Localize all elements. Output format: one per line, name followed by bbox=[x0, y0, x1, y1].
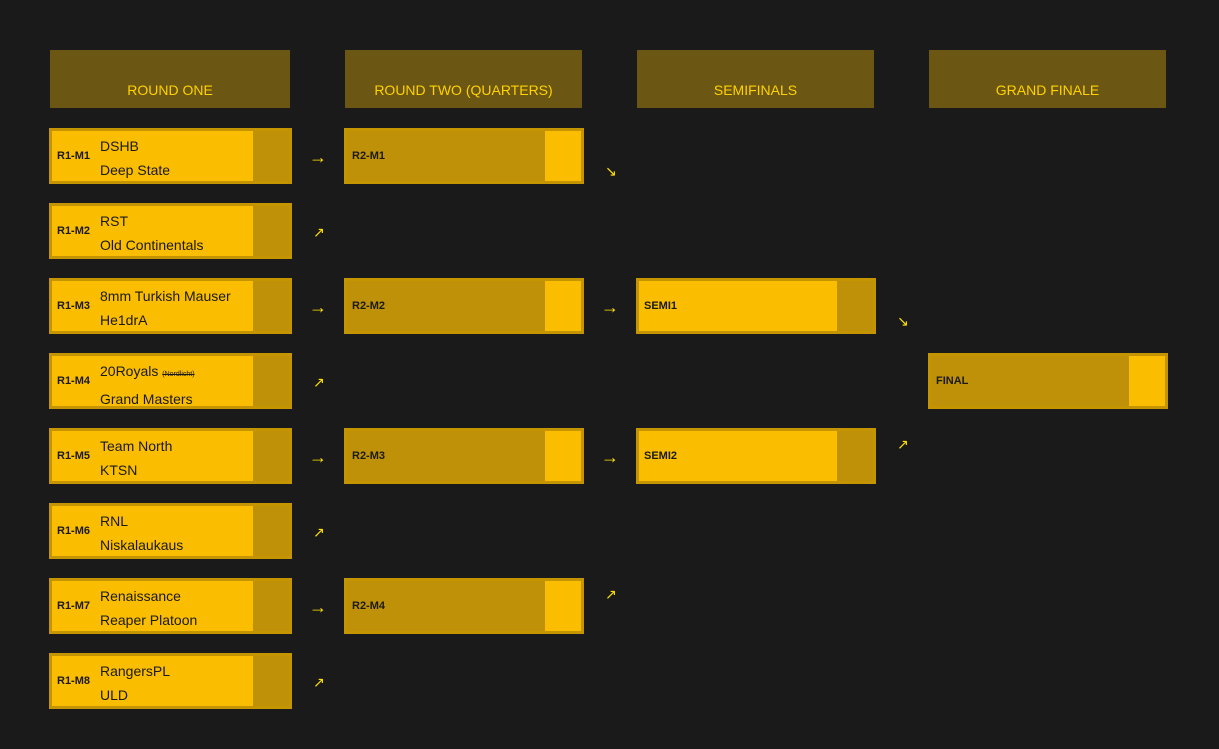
match-final[interactable]: FINAL bbox=[928, 353, 1168, 409]
match-code: SEMI1 bbox=[644, 300, 678, 312]
team-b: ULD bbox=[100, 687, 129, 703]
match-teams: RangersPL ULD bbox=[100, 659, 170, 707]
round-one-header: ROUND ONE bbox=[50, 50, 290, 108]
arrow-right-icon: → bbox=[309, 447, 327, 467]
match-code: R1-M7 bbox=[57, 600, 91, 612]
match-r2-m4[interactable]: R2-M4 bbox=[344, 578, 584, 634]
arrow-down-right-icon: ↘ bbox=[605, 163, 617, 179]
team-a: Renaissance bbox=[100, 588, 181, 604]
match-code: R1-M1 bbox=[57, 150, 91, 162]
team-a: RangersPL bbox=[100, 663, 171, 679]
match-code: R1-M6 bbox=[57, 525, 91, 537]
match-code: SEMI2 bbox=[644, 450, 678, 462]
match-r1-m2[interactable]: R1-M2 RST Old Continentals bbox=[49, 203, 292, 259]
arrow-right-icon: → bbox=[309, 147, 327, 167]
arrow-up-right-icon: ↗ bbox=[313, 224, 325, 240]
match-r2-m2[interactable]: R2-M2 bbox=[344, 278, 584, 334]
team-a-row: 20Royals (Nordlicht) bbox=[100, 359, 195, 387]
arrow-up-right-icon: ↗ bbox=[897, 436, 909, 452]
team-a-note: (Nordlicht) bbox=[162, 371, 195, 378]
match-r1-m4[interactable]: R1-M4 20Royals (Nordlicht) Grand Masters bbox=[49, 353, 292, 409]
match-code: R2-M4 bbox=[352, 600, 386, 612]
arrow-right-icon: → bbox=[309, 597, 327, 617]
match-code: R1-M5 bbox=[57, 450, 91, 462]
match-teams: RST Old Continentals bbox=[100, 209, 204, 257]
match-teams: 20Royals (Nordlicht) Grand Masters bbox=[100, 359, 195, 411]
arrow-right-icon: → bbox=[601, 297, 619, 317]
match-r1-m1[interactable]: R1-M1 DSHB Deep State bbox=[49, 128, 292, 184]
match-teams: DSHB Deep State bbox=[100, 134, 170, 182]
arrow-up-right-icon: ↗ bbox=[313, 674, 325, 690]
match-code: FINAL bbox=[936, 375, 969, 387]
team-b: Reaper Platoon bbox=[100, 612, 198, 628]
match-code: R2-M1 bbox=[352, 150, 386, 162]
match-teams: RNL Niskalaukaus bbox=[100, 509, 183, 557]
team-b: Deep State bbox=[100, 162, 171, 178]
match-code: R1-M3 bbox=[57, 300, 91, 312]
team-a: RST bbox=[100, 213, 128, 229]
match-code: R1-M2 bbox=[57, 225, 91, 237]
team-b: KTSN bbox=[100, 462, 138, 478]
team-a: DSHB bbox=[100, 138, 139, 154]
team-a: RNL bbox=[100, 513, 129, 529]
match-r1-m3[interactable]: R1-M3 8mm Turkish Mauser He1drA bbox=[49, 278, 292, 334]
semifinals-header: SEMIFINALS bbox=[637, 50, 874, 108]
arrow-up-right-icon: ↗ bbox=[605, 586, 617, 602]
match-r2-m3[interactable]: R2-M3 bbox=[344, 428, 584, 484]
arrow-right-icon: → bbox=[601, 447, 619, 467]
match-r1-m7[interactable]: R1-M7 Renaissance Reaper Platoon bbox=[49, 578, 292, 634]
match-r1-m6[interactable]: R1-M6 RNL Niskalaukaus bbox=[49, 503, 292, 559]
match-r2-m1[interactable]: R2-M1 bbox=[344, 128, 584, 184]
match-r1-m8[interactable]: R1-M8 RangersPL ULD bbox=[49, 653, 292, 709]
match-code: R2-M2 bbox=[352, 300, 386, 312]
match-code: R1-M4 bbox=[57, 375, 91, 387]
match-r1-m5[interactable]: R1-M5 Team North KTSN bbox=[49, 428, 292, 484]
team-a: 20Royals bbox=[100, 363, 159, 379]
match-code: R1-M8 bbox=[57, 675, 91, 687]
match-code: R2-M3 bbox=[352, 450, 386, 462]
match-teams: Renaissance Reaper Platoon bbox=[100, 584, 197, 632]
match-teams: 8mm Turkish Mauser He1drA bbox=[100, 284, 231, 332]
arrow-up-right-icon: ↗ bbox=[313, 374, 325, 390]
match-semi1[interactable]: SEMI1 bbox=[636, 278, 876, 334]
team-a: 8mm Turkish Mauser bbox=[100, 288, 231, 304]
round-two-header: ROUND TWO (QUARTERS) bbox=[345, 50, 582, 108]
team-b: Old Continentals bbox=[100, 237, 204, 253]
team-a: Team North bbox=[100, 438, 173, 454]
match-teams: Team North KTSN bbox=[100, 434, 172, 482]
match-semi2[interactable]: SEMI2 bbox=[636, 428, 876, 484]
team-b: Niskalaukaus bbox=[100, 537, 184, 553]
arrow-down-right-icon: ↘ bbox=[897, 313, 909, 329]
arrow-up-right-icon: ↗ bbox=[313, 524, 325, 540]
team-b: He1drA bbox=[100, 312, 148, 328]
arrow-right-icon: → bbox=[309, 297, 327, 317]
team-b: Grand Masters bbox=[100, 391, 193, 407]
grand-finale-header: GRAND FINALE bbox=[929, 50, 1166, 108]
